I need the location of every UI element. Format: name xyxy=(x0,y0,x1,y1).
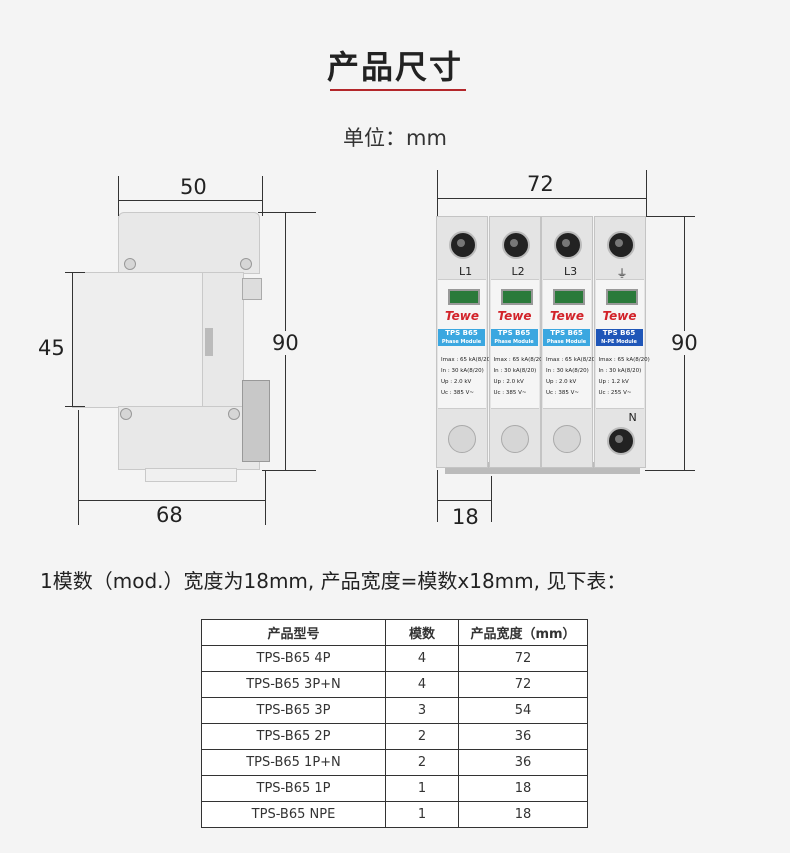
spec-line: Uc : 255 V~ xyxy=(598,390,632,396)
terminal-screw-icon xyxy=(449,231,477,259)
table-cell: 18 xyxy=(458,775,588,802)
terminal-label: L3 xyxy=(564,265,578,278)
status-window xyxy=(448,289,480,305)
side-width-dimension: 50 xyxy=(180,175,207,199)
terminal-screw-icon xyxy=(606,427,635,455)
terminal-screw-icon xyxy=(501,231,530,259)
table-cell: 18 xyxy=(458,801,588,828)
front-width-dimension: 72 xyxy=(527,172,554,196)
spec-line: Up : 2.0 kV xyxy=(546,379,577,385)
side-total-height-dimension: 90 xyxy=(272,331,299,355)
table-cell: 3 xyxy=(385,697,459,724)
header-modules: 模数 xyxy=(385,619,459,646)
status-window xyxy=(500,289,533,305)
table-cell: 72 xyxy=(458,671,588,698)
status-window xyxy=(553,289,585,305)
spec-line: Up : 1.2 kV xyxy=(598,379,629,385)
spec-line: In : 30 kA(8/20) xyxy=(493,368,537,374)
table-cell: 2 xyxy=(385,723,459,750)
table-cell: 1 xyxy=(385,801,459,828)
table-cell: TPS-B65 4P xyxy=(201,645,386,672)
table-cell: TPS-B65 1P+N xyxy=(201,749,386,776)
spec-line: Imax : 65 kA(8/20) xyxy=(441,357,493,363)
table-cell: TPS-B65 3P xyxy=(201,697,386,724)
side-body-height-dimension: 45 xyxy=(38,336,65,360)
terminal-screw-icon xyxy=(606,231,635,259)
table-header-row: 产品型号 模数 产品宽度（mm） xyxy=(201,619,588,646)
n-label: N xyxy=(628,411,637,424)
table-cell: TPS-B65 NPE xyxy=(201,801,386,828)
spec-line: Imax : 65 kA(8/20) xyxy=(598,357,650,363)
brand-logo: Tewe xyxy=(497,309,532,323)
table-cell: 72 xyxy=(458,645,588,672)
table-cell: 2 xyxy=(385,749,459,776)
front-height-dimension: 90 xyxy=(671,331,698,355)
spec-line: Imax : 65 kA(8/20) xyxy=(493,357,545,363)
module-width-dimension: 18 xyxy=(452,505,479,529)
table-cell: 36 xyxy=(458,749,588,776)
terminal-label: ⏚ xyxy=(616,267,628,280)
table-cell: 1 xyxy=(385,775,459,802)
width-rule-text: 1模数（mod.）宽度为18mm, 产品宽度=模数x18mm, 见下表： xyxy=(40,569,627,593)
spec-line: Imax : 65 kA(8/20) xyxy=(546,357,598,363)
header-model: 产品型号 xyxy=(201,619,386,646)
table-cell: 36 xyxy=(458,723,588,750)
spec-line: Up : 2.0 kV xyxy=(441,379,472,385)
header-width: 产品宽度（mm） xyxy=(458,619,588,646)
spec-line: In : 30 kA(8/20) xyxy=(598,368,642,374)
table-cell: 4 xyxy=(385,671,459,698)
spec-line: In : 30 kA(8/20) xyxy=(441,368,484,374)
unit-label: 单位：mm xyxy=(343,126,447,150)
terminal-label: L1 xyxy=(459,265,473,278)
brand-logo: Tewe xyxy=(602,309,637,323)
side-depth-dimension: 68 xyxy=(156,503,183,527)
spec-line: Uc : 385 V~ xyxy=(546,390,580,396)
brand-logo: Tewe xyxy=(444,309,479,323)
brand-logo: Tewe xyxy=(549,309,584,323)
spec-line: In : 30 kA(8/20) xyxy=(546,368,589,374)
spec-line: Up : 2.0 kV xyxy=(493,379,524,385)
table-cell: TPS-B65 1P xyxy=(201,775,386,802)
spec-line: Uc : 385 V~ xyxy=(493,390,527,396)
status-window xyxy=(605,289,638,305)
spec-line: Uc : 385 V~ xyxy=(441,390,475,396)
release-button xyxy=(500,425,529,453)
table-cell: 54 xyxy=(458,697,588,724)
title-underline xyxy=(330,89,466,91)
table-cell: TPS-B65 2P xyxy=(201,723,386,750)
release-button xyxy=(448,425,476,453)
terminal-label: L2 xyxy=(511,265,525,278)
page-title: 产品尺寸 xyxy=(326,48,463,86)
release-button xyxy=(553,425,581,453)
terminal-screw-icon xyxy=(554,231,582,259)
table-cell: TPS-B65 3P+N xyxy=(201,671,386,698)
table-cell: 4 xyxy=(385,645,459,672)
